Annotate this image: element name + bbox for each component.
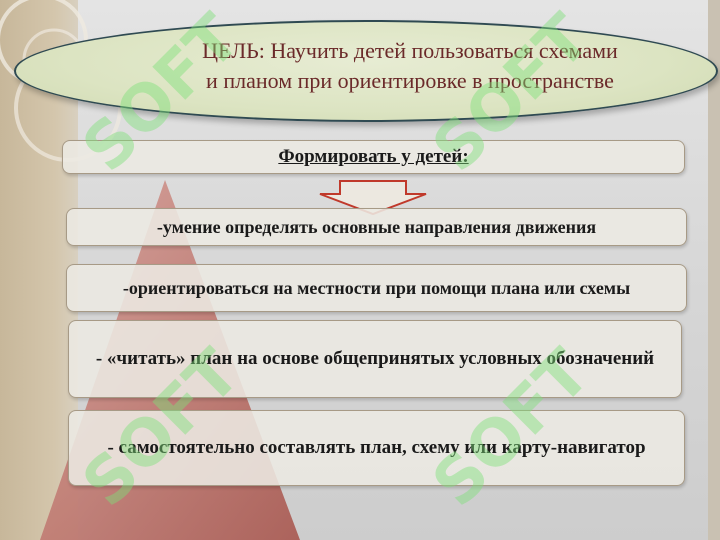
list-item-3-text: - «читать» план на основе общепринятых у… [95, 348, 655, 369]
down-arrow-icon [319, 180, 427, 216]
right-decorative-band [708, 0, 720, 540]
list-item-1: -умение определять основные направления … [66, 208, 687, 246]
list-item-4: - самостоятельно составлять план, схему … [68, 410, 685, 486]
list-item-3: - «читать» план на основе общепринятых у… [68, 320, 682, 398]
header-box: Формировать у детей: [62, 140, 685, 174]
goal-line-1: ЦЕЛЬ: Научить детей пользоваться схемами [202, 38, 618, 63]
goal-text: ЦЕЛЬ: Научить детей пользоваться схемами… [110, 36, 710, 96]
list-item-4-text: - самостоятельно составлять план, схему … [107, 437, 646, 458]
header-text: Формировать у детей: [278, 146, 469, 167]
list-item-2-text: -ориентироваться на местности при помощи… [122, 278, 631, 298]
list-item-1-text: -умение определять основные направления … [156, 217, 597, 237]
list-item-2: -ориентироваться на местности при помощи… [66, 264, 687, 312]
goal-oval [14, 20, 718, 122]
goal-line-2: и планом при ориентировке в пространстве [206, 68, 614, 93]
